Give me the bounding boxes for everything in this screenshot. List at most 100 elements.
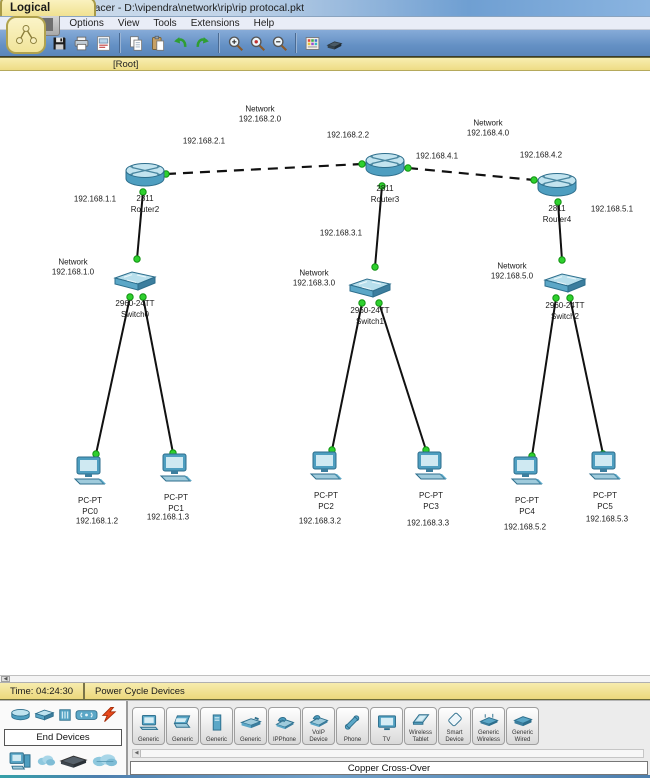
note-label[interactable]: 192.168.1.3: [145, 512, 191, 522]
link-switch1-pc2[interactable]: [331, 302, 363, 451]
note-label[interactable]: 192.168.5.2: [502, 522, 548, 532]
device-model-label: PC-PT: [515, 496, 539, 505]
palette-device-phone[interactable]: Phone: [336, 707, 369, 745]
palette-device-voip[interactable]: VoIP Device: [302, 707, 335, 745]
note-label[interactable]: 192.168.1.1: [72, 194, 118, 204]
device-name-label: Router3: [370, 194, 400, 204]
link-switch0-pc0[interactable]: [95, 296, 131, 455]
zoom-in-icon[interactable]: [224, 32, 246, 54]
note-label[interactable]: 192.168.3.3: [405, 518, 451, 528]
palette-device-printer[interactable]: Generic: [234, 707, 267, 745]
link-switch2-pc5[interactable]: [569, 297, 604, 455]
menu-options[interactable]: Options: [69, 17, 104, 29]
palette-device-tablet[interactable]: Wireless Tablet: [404, 707, 437, 745]
custom-device-dialog-icon[interactable]: [323, 32, 345, 54]
activity-wizard-icon[interactable]: [92, 32, 114, 54]
palette-device-server[interactable]: Generic: [200, 707, 233, 745]
link-router2-router3[interactable]: [165, 162, 363, 176]
link-switch2-pc4[interactable]: [531, 297, 557, 457]
device-model-label: PC-PT: [78, 496, 102, 505]
palette-device-tv[interactable]: TV: [370, 707, 403, 745]
palette-dialog-icon[interactable]: [301, 32, 323, 54]
selection-status-box: Copper Cross-Over: [130, 761, 648, 775]
note-label[interactable]: 192.168.2.2: [325, 130, 371, 140]
palette-device-ipphone[interactable]: IPPhone: [268, 707, 301, 745]
workspace-horizontal-scrollbar[interactable]: ◀: [0, 675, 650, 683]
device-model-label: 2811: [376, 184, 394, 193]
wan-emulation-category-icon[interactable]: [36, 754, 56, 767]
new-cluster-button[interactable]: [6, 16, 46, 54]
link-router4-switch2[interactable]: [557, 201, 563, 261]
palette-device-wireless[interactable]: Generic Wireless: [472, 707, 505, 745]
menu-help[interactable]: Help: [253, 17, 275, 29]
multiuser-category-icon[interactable]: [91, 753, 119, 768]
tab-logical[interactable]: Logical: [0, 0, 96, 16]
note-label[interactable]: 192.168.1.2: [74, 516, 120, 526]
note-label[interactable]: 192.168.3.2: [297, 516, 343, 526]
link-router3-switch1[interactable]: [374, 185, 383, 268]
palette-scroll-left-icon[interactable]: ◀: [133, 750, 141, 757]
menu-view[interactable]: View: [117, 17, 140, 29]
phone-device-icon: [341, 708, 365, 737]
palette-scrollbar[interactable]: ◀: [132, 749, 644, 758]
end-devices-category-icon[interactable]: [8, 751, 33, 770]
connections-category-icon[interactable]: [101, 706, 117, 723]
zoom-reset-icon[interactable]: [246, 32, 268, 54]
copy-icon[interactable]: [125, 32, 147, 54]
switch-icon: [347, 276, 393, 305]
undo-icon[interactable]: [169, 32, 191, 54]
power-cycle-devices-button[interactable]: Power Cycle Devices: [95, 685, 185, 697]
note-label[interactable]: 192.168.5.1: [589, 204, 635, 214]
hubs-category-icon[interactable]: [58, 708, 72, 722]
palette-device-label: Generic Wired: [511, 730, 533, 743]
menu-tools[interactable]: Tools: [153, 17, 177, 29]
note-label[interactable]: 192.168.4.1: [414, 151, 460, 161]
link-switch0-pc1[interactable]: [142, 296, 174, 454]
link-switch1-pc3[interactable]: [378, 302, 427, 451]
note-label[interactable]: 192.168.3.1: [318, 228, 364, 238]
note-label[interactable]: Network 192.168.1.0: [50, 257, 96, 277]
note-label[interactable]: 192.168.2.1: [181, 136, 227, 146]
palette-device-pc[interactable]: Generic: [132, 707, 165, 745]
paste-icon[interactable]: [147, 32, 169, 54]
palette-device-wired[interactable]: Generic Wired: [506, 707, 539, 745]
link-router3-router4[interactable]: [407, 166, 535, 182]
note-label[interactable]: Network 192.168.5.0: [489, 261, 535, 281]
menu-extensions[interactable]: Extensions: [190, 17, 240, 29]
device-name-label: Switch1: [355, 316, 384, 326]
custom-devices-category-icon[interactable]: [58, 753, 88, 769]
note-label[interactable]: Network 192.168.3.0: [291, 268, 337, 288]
link-router2-switch0[interactable]: [136, 191, 144, 260]
zoom-out-icon[interactable]: [268, 32, 290, 54]
wireless-devices-category-icon[interactable]: [75, 708, 98, 722]
routers-category-icon[interactable]: [10, 708, 31, 721]
note-label[interactable]: Network 192.168.4.0: [465, 118, 511, 138]
redo-icon[interactable]: [191, 32, 213, 54]
palette-device-laptop[interactable]: Generic: [166, 707, 199, 745]
palette-device-smart[interactable]: Smart Device: [438, 707, 471, 745]
note-label[interactable]: Network 192.168.2.0: [237, 104, 283, 124]
device-model-label: PC-PT: [314, 491, 338, 500]
switches-category-icon[interactable]: [33, 708, 55, 721]
palette-device-label: Generic: [239, 736, 261, 743]
print-icon[interactable]: [70, 32, 92, 54]
note-label[interactable]: 192.168.4.2: [518, 150, 564, 160]
note-label[interactable]: 192.168.5.3: [584, 514, 630, 524]
tablet-device-icon: [409, 708, 433, 730]
scroll-left-arrow-icon[interactable]: ◀: [1, 676, 10, 682]
save-icon[interactable]: [48, 32, 70, 54]
